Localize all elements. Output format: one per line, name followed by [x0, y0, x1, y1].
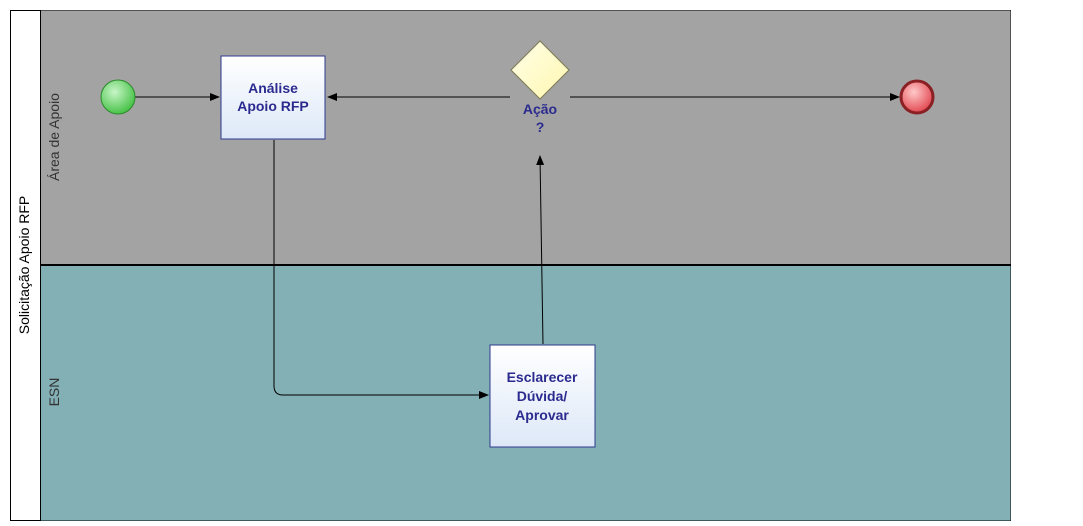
task-box — [489, 344, 596, 448]
task-analise-apoio-rfp[interactable]: Análise Apoio RFP — [220, 55, 326, 140]
pool-label: Solicitação Apoio RFP — [16, 196, 32, 335]
lane-area-de-apoio — [40, 10, 1011, 265]
gateway-label-line: Ação — [523, 101, 557, 117]
task-label-line: Apoio RFP — [237, 98, 309, 114]
task-label-line: Análise — [248, 80, 298, 96]
start-event[interactable] — [100, 79, 136, 115]
lane-label-area-de-apoio: Área de Apoio — [46, 93, 62, 181]
task-label-line: Dúvida/ — [517, 388, 568, 404]
lane-label-esn: ESN — [46, 378, 62, 407]
gateway-diamond — [510, 40, 570, 100]
gateway-acao[interactable]: Ação ? — [510, 40, 570, 135]
task-esclarecer-duvida-aprovar[interactable]: Esclarecer Dúvida/ Aprovar — [489, 344, 596, 448]
task-box — [220, 55, 326, 140]
task-label-line: Aprovar — [515, 407, 569, 423]
gateway-label-line: ? — [536, 119, 545, 135]
flow-esclarecer-to-gateway[interactable] — [536, 155, 545, 345]
flow-analise-to-esclarecer[interactable] — [273, 140, 489, 399]
end-event[interactable] — [899, 79, 935, 115]
pool-header — [10, 10, 41, 521]
task-label-line: Esclarecer — [507, 369, 578, 385]
